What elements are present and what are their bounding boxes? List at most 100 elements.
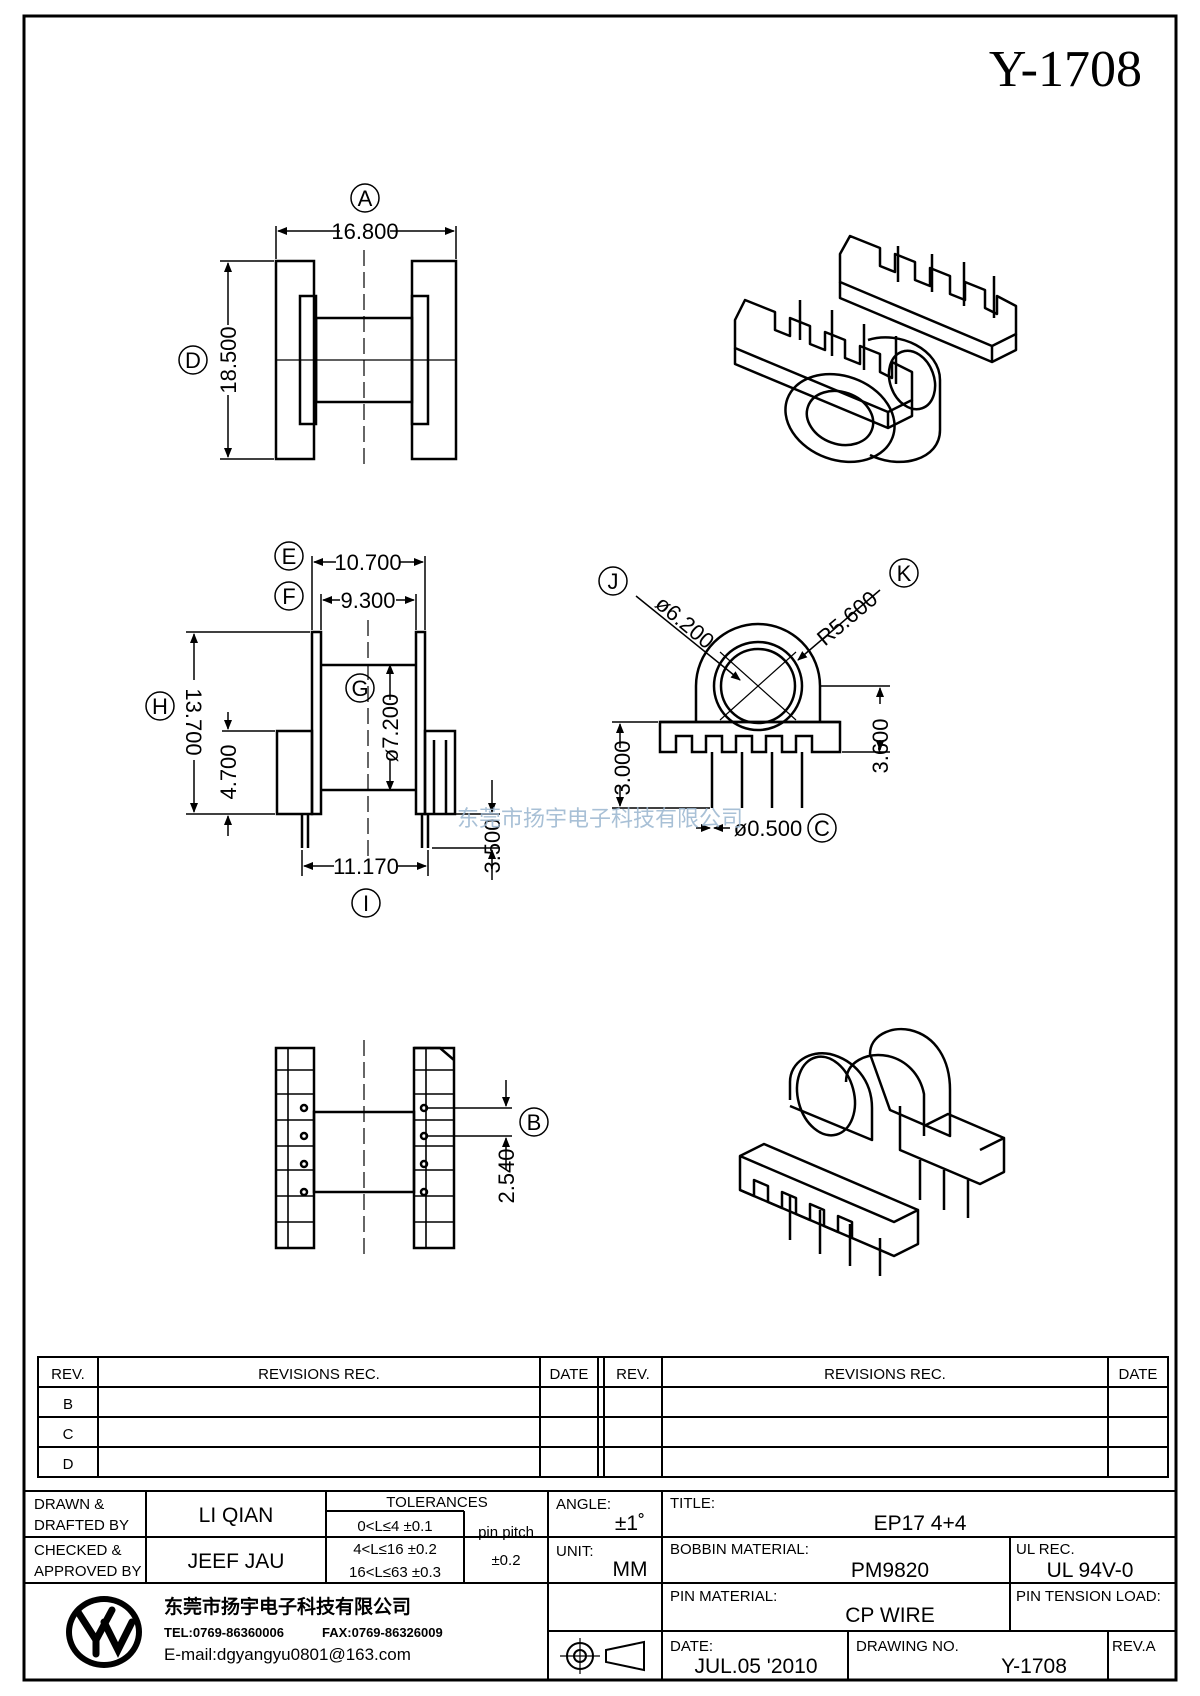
callout-d: D: [185, 348, 201, 373]
callout-g-circle: [345, 673, 375, 703]
ul-rec-label: UL REC.: [1016, 1541, 1075, 1558]
tolerances-label: TOLERANCES: [386, 1494, 487, 1511]
dim-c-right: [820, 685, 890, 753]
pin-tension-label: PIN TENSION LOAD:: [1016, 1588, 1161, 1605]
callout-a-circle: [350, 183, 380, 213]
date-header-left: DATE: [550, 1366, 589, 1383]
dim-e-value: 10.700: [334, 550, 401, 575]
date-label: DATE:: [670, 1638, 713, 1655]
callout-e-circle: [274, 541, 304, 571]
dim-f: [320, 594, 417, 630]
dim-c-pin-value: ø0.500: [734, 816, 803, 841]
dim-c-left: [612, 721, 710, 809]
pin-pitch-label: pin pitch: [478, 1524, 534, 1541]
dim-a-value: 16.800: [331, 219, 398, 244]
callout-f-circle: [274, 581, 304, 611]
checked-label-2: APPROVED BY: [34, 1563, 142, 1580]
top-view: [274, 250, 458, 470]
callout-e: E: [282, 544, 297, 569]
angle-value: ±1˚: [615, 1512, 645, 1535]
unit-value: MM: [613, 1558, 648, 1581]
rec-header-left: REVISIONS REC.: [258, 1366, 380, 1383]
dim-d: [220, 260, 274, 460]
watermark-text: 东莞市扬宇电子科技有限公司: [457, 807, 743, 832]
company-email: E-mail:dgyangyu0801@163.com: [164, 1645, 411, 1664]
projection-symbol: [560, 1638, 645, 1674]
callout-h: H: [152, 694, 168, 719]
drawing-number-large: Y-1708: [989, 41, 1142, 98]
rev-row-c: C: [63, 1426, 74, 1443]
tolerance-row-2: 4<L≤16 ±0.2: [353, 1541, 437, 1558]
callout-i-circle: [351, 888, 381, 918]
pin-pitch-value: ±0.2: [491, 1552, 520, 1569]
rev-row-d: D: [63, 1456, 74, 1473]
dim-c-left-value: 3.000: [610, 740, 635, 795]
callout-a: A: [358, 186, 373, 211]
checked-by-value: JEEF JAU: [188, 1550, 285, 1573]
callout-h-circle: [145, 691, 175, 721]
isometric-view-top: [733, 234, 1018, 464]
drawn-label-2: DRAFTED BY: [34, 1517, 129, 1534]
callout-b-circle: [519, 1107, 549, 1137]
bottom-view: [274, 1040, 456, 1260]
rev-header-right: REV.: [616, 1366, 650, 1383]
leader-j: [635, 595, 741, 681]
dim-c-right-value: 3.600: [868, 718, 893, 773]
title-label: TITLE:: [670, 1495, 715, 1512]
drawing-no-label: DRAWING NO.: [856, 1638, 959, 1655]
angle-label: ANGLE:: [556, 1496, 611, 1513]
callout-j: J: [608, 569, 619, 594]
unit-label: UNIT:: [556, 1543, 594, 1560]
date-value: JUL.05 '2010: [694, 1655, 817, 1678]
rev-header-left: REV.: [51, 1366, 85, 1383]
callout-g: G: [351, 676, 368, 701]
ul-rec-value: UL 94V-0: [1047, 1559, 1134, 1582]
callout-c-circle: [807, 813, 837, 843]
drawn-label-1: DRAWN &: [34, 1496, 104, 1513]
sheet-border: [22, 14, 1178, 1682]
bobbin-material-label: BOBBIN MATERIAL:: [670, 1541, 809, 1558]
tolerance-row-1: 0<L≤4 ±0.1: [357, 1518, 432, 1535]
title-value: EP17 4+4: [874, 1512, 967, 1535]
company-name: 东莞市扬宇电子科技有限公司: [164, 1595, 411, 1618]
dim-g-value: ø7.200: [378, 694, 403, 763]
isometric-view-bottom: [738, 1027, 1006, 1276]
drawn-by-value: LI QIAN: [199, 1504, 274, 1527]
dim-j-value: ø6.200: [651, 591, 720, 654]
revisions-table: [37, 1356, 1169, 1478]
callout-i: I: [363, 891, 369, 916]
company-logo: [66, 1596, 142, 1668]
dim-a: [275, 226, 457, 259]
rev-label: REV.A: [1112, 1638, 1156, 1655]
callout-f: F: [282, 584, 295, 609]
dim-i-value: 11.170: [333, 854, 399, 879]
company-fax: FAX:0769-86326009: [322, 1625, 443, 1640]
front-view: [658, 622, 842, 808]
dim-e: [311, 556, 426, 630]
rev-row-b: B: [63, 1396, 73, 1413]
dim-h-value: 13.700: [181, 688, 206, 755]
dim-h: [186, 631, 310, 815]
drawing-no-value: Y-1708: [1001, 1655, 1067, 1678]
bobbin-material-value: PM9820: [851, 1559, 929, 1582]
pin-material-value: CP WIRE: [845, 1604, 934, 1627]
dim-f-value: 9.300: [340, 588, 395, 613]
date-header-right: DATE: [1119, 1366, 1158, 1383]
dim-pin-length: [432, 780, 500, 880]
callout-c: C: [814, 816, 830, 841]
dim-k-value: R5.600: [812, 586, 882, 651]
tolerance-row-3: 16<L≤63 ±0.3: [349, 1564, 441, 1581]
callout-k: K: [897, 561, 912, 586]
callout-d-circle: [178, 345, 208, 375]
dim-i: [301, 850, 429, 876]
callout-j-circle: [598, 566, 628, 596]
leader-k: [797, 589, 881, 661]
rec-header-right: REVISIONS REC.: [824, 1366, 946, 1383]
callout-b: B: [527, 1110, 542, 1135]
dim-b-value: 2.540: [494, 1148, 519, 1203]
company-tel: TEL:0769-86360006: [164, 1625, 284, 1640]
title-block: [24, 1490, 1176, 1680]
dim-b: [426, 1080, 512, 1170]
pin-material-label: PIN MATERIAL:: [670, 1588, 777, 1605]
